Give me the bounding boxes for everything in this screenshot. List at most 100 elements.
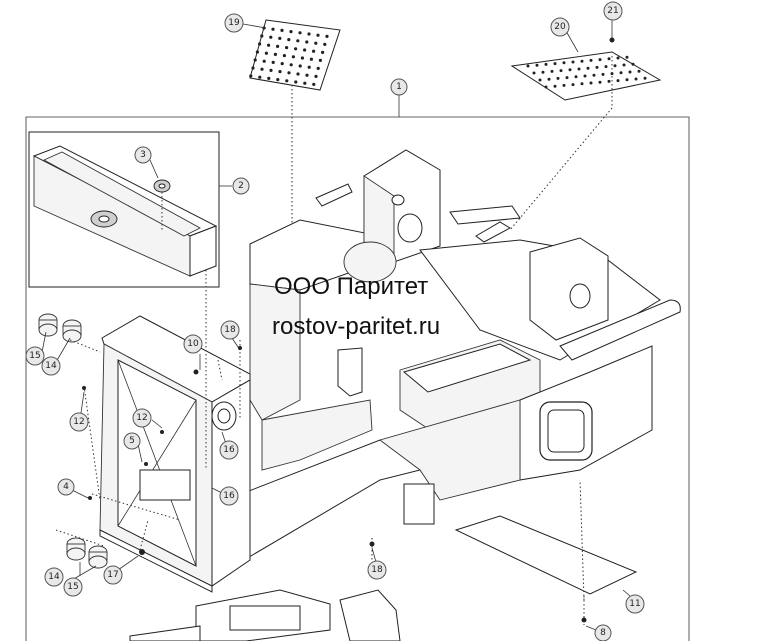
callout-19-label: 19 (228, 18, 240, 28)
perforation-hole (634, 77, 638, 81)
perforation-hole (604, 65, 608, 69)
perforation-hole (583, 74, 587, 78)
callout-21[interactable]: 21 (603, 1, 623, 21)
perforation-hole (260, 34, 264, 38)
perforation-hole (285, 79, 289, 83)
callout-12-mid-label: 12 (136, 413, 147, 423)
perforation-hole (610, 72, 614, 76)
perforation-hole (616, 56, 620, 60)
perforation-hole (269, 35, 273, 39)
callout-16-top-label: 16 (223, 445, 235, 455)
callout-14-bottom[interactable]: 14 (44, 567, 64, 587)
perforation-hole (285, 46, 289, 50)
perforated-plate-20 (509, 19, 662, 231)
perforation-hole (314, 74, 318, 78)
callout-1-label: 1 (396, 82, 402, 92)
perforation-hole (619, 71, 623, 75)
perforation-hole (325, 34, 329, 39)
callout-10[interactable]: 10 (183, 334, 203, 354)
perforation-hole (586, 66, 590, 70)
perforation-hole (622, 63, 626, 67)
callout-18-bottom[interactable]: 18 (367, 560, 387, 580)
perforation-hole (544, 62, 548, 66)
assembly-frame-border (25, 95, 690, 641)
fasteners (82, 37, 615, 623)
perforation-hole (291, 55, 295, 59)
perforation-hole (316, 66, 320, 70)
perforation-hole (264, 51, 268, 55)
callout-1[interactable]: 1 (390, 78, 408, 96)
perforation-hole (312, 82, 316, 86)
perforation-hole (289, 63, 293, 67)
callout-17[interactable]: 17 (103, 565, 123, 585)
callout-5-label: 5 (129, 436, 135, 446)
perforation-hole (580, 82, 584, 86)
perforation-hole (305, 40, 309, 44)
perforation-hole (258, 75, 262, 79)
callout-14-top[interactable]: 14 (41, 356, 61, 376)
perforation-hole (287, 38, 291, 42)
callout-12-mid[interactable]: 12 (132, 408, 152, 428)
perforation-hole (276, 78, 280, 82)
perforation-hole (616, 79, 620, 83)
callout-4[interactable]: 4 (57, 478, 75, 496)
perforation-hole (314, 41, 318, 45)
main-chassis-frame (129, 149, 681, 641)
callout-18-top[interactable]: 18 (220, 320, 240, 340)
perforation-hole (262, 59, 266, 63)
callout-12-left-label: 12 (73, 417, 84, 427)
callout-3[interactable]: 3 (134, 146, 152, 164)
perforation-hole (321, 50, 325, 55)
callout-20[interactable]: 20 (550, 17, 570, 37)
callout-19[interactable]: 19 (224, 13, 244, 33)
perforation-hole (580, 59, 584, 63)
bushings-bottom (66, 537, 108, 569)
callout-20-label: 20 (554, 22, 566, 32)
perforation-hole (260, 67, 264, 71)
perforation-hole (625, 78, 629, 82)
callout-21-label: 21 (607, 6, 618, 16)
perforation-hole (280, 62, 284, 66)
callout-16-bottom[interactable]: 16 (219, 486, 239, 506)
perforation-hole (598, 58, 602, 62)
perforation-hole (323, 42, 327, 47)
callout-5[interactable]: 5 (123, 432, 141, 450)
callout-2[interactable]: 2 (232, 177, 250, 195)
perforation-hole (271, 60, 275, 64)
callout-4-label: 4 (63, 482, 69, 492)
perforation-hole (300, 56, 304, 60)
callout-11[interactable]: 11 (625, 594, 645, 614)
callout-18-bottom-label: 18 (371, 565, 383, 575)
perforation-hole (538, 78, 542, 82)
callout-11-label: 11 (629, 599, 640, 609)
perforation-hole (296, 39, 300, 43)
perforation-hole (601, 72, 605, 76)
perforation-hole (643, 76, 647, 80)
callout-12-left[interactable]: 12 (69, 412, 89, 432)
perforation-hole (255, 50, 259, 54)
perforation-hole (544, 85, 548, 89)
callout-8[interactable]: 8 (594, 624, 612, 641)
perforation-hole (278, 70, 282, 74)
perforation-hole (296, 72, 300, 76)
callout-16-top[interactable]: 16 (219, 440, 239, 460)
perforation-hole (613, 64, 617, 68)
perforation-hole (562, 61, 566, 65)
perforation-hole (294, 47, 298, 51)
perforation-hole (577, 67, 581, 71)
callout-15-bottom[interactable]: 15 (63, 577, 83, 597)
perforation-hole (574, 75, 578, 79)
perforation-hole (251, 66, 255, 70)
perforation-hole (303, 81, 307, 85)
callout-15-top[interactable]: 15 (25, 346, 45, 366)
perforation-hole (592, 73, 596, 77)
perforation-hole (267, 43, 271, 47)
perforation-hole (309, 57, 313, 61)
perforation-hole (589, 81, 593, 85)
callout-10-label: 10 (187, 339, 199, 349)
bottom-plate-11 (454, 479, 638, 625)
perforation-hole (316, 33, 320, 37)
perforation-hole (273, 52, 277, 57)
perforation-hole (571, 83, 575, 87)
perforation-hole (312, 49, 316, 53)
